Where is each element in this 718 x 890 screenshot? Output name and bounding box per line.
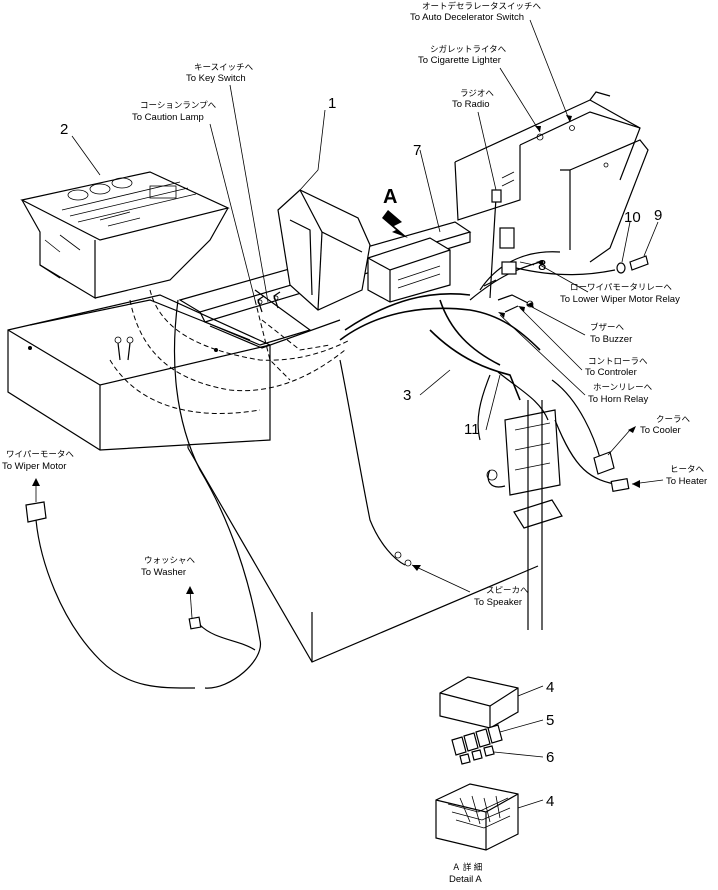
- heater-en: To Heater: [666, 476, 707, 487]
- key-switch-en: To Key Switch: [186, 73, 246, 84]
- monitor-panel: [20, 171, 230, 300]
- wire-harness: [25, 189, 630, 689]
- speaker-jp: スピーカへ: [486, 585, 529, 595]
- lower-wiper-en: To Lower Wiper Motor Relay: [560, 294, 680, 305]
- mounting-pole: [504, 400, 563, 630]
- washer-part-10: [616, 262, 626, 274]
- view-arrow-icon: [382, 210, 408, 238]
- controller-en: To Controler: [585, 367, 637, 378]
- heater-jp: ヒータへ: [670, 464, 705, 474]
- view-marker-a: A: [383, 186, 397, 208]
- bolt-part-9: [629, 255, 649, 271]
- part-number-1: 1: [328, 95, 336, 112]
- caution-lamp-en: To Caution Lamp: [132, 112, 204, 123]
- part-number-9: 9: [654, 207, 662, 224]
- part-number-8: 8: [538, 257, 546, 274]
- detail-a-drawing: [435, 676, 519, 851]
- part-number-2: 2: [60, 121, 68, 138]
- labels: A オートデセラレータスイッチへ To Auto Decelerator Swi…: [2, 1, 707, 885]
- lower-wiper-jp: ローワイパモータリレーへ: [570, 282, 672, 292]
- part-number-4-cover: 4: [546, 679, 554, 696]
- detail-caption-jp: Ａ 詳 細: [452, 862, 482, 872]
- part-number-5: 5: [546, 712, 554, 729]
- cooler-en: To Cooler: [640, 425, 681, 436]
- fuse-box-base-part-4: [435, 783, 519, 851]
- fuse-cover-part-4: [439, 676, 519, 729]
- washer-jp: ウォッシャへ: [144, 555, 196, 565]
- wiper-motor-jp: ワイパーモータへ: [6, 449, 74, 459]
- washer-en: To Washer: [141, 567, 186, 578]
- fuses-part-5-6: [451, 724, 503, 765]
- fuse-box: [367, 237, 451, 303]
- buzzer-en: To Buzzer: [590, 334, 632, 345]
- column-cover: [277, 189, 371, 311]
- bolt-washer: [616, 255, 649, 274]
- radio-en: To Radio: [452, 99, 490, 110]
- part-number-11: 11: [464, 421, 480, 438]
- detail-caption-en: Detail A: [449, 874, 482, 885]
- left-pedestal: [7, 294, 271, 451]
- part-number-7: 7: [413, 142, 421, 159]
- controller-jp: コントローラへ: [588, 356, 648, 366]
- auto-decel-en: To Auto Decelerator Switch: [410, 12, 524, 23]
- key-switch-jp: キースイッチへ: [194, 62, 254, 72]
- leader-lines: [32, 19, 664, 809]
- cigarette-jp: シガレットライタへ: [430, 44, 507, 54]
- cigarette-en: To Cigarette Lighter: [418, 55, 501, 66]
- cooler-jp: クーラへ: [656, 414, 691, 424]
- part-number-10: 10: [624, 209, 641, 226]
- part-number-4-base: 4: [546, 793, 554, 810]
- radio-jp: ラジオへ: [460, 88, 494, 98]
- buzzer-jp: ブザーへ: [590, 322, 625, 332]
- caution-lamp-jp: コーションランプへ: [140, 100, 217, 110]
- speaker-en: To Speaker: [474, 597, 522, 608]
- part-number-6: 6: [546, 749, 554, 766]
- wiper-motor-en: To Wiper Motor: [2, 461, 66, 472]
- horn-relay-en: To Horn Relay: [588, 394, 648, 405]
- auto-decel-jp: オートデセラレータスイッチへ: [422, 1, 542, 11]
- right-bracket: [454, 91, 649, 263]
- part-number-3: 3: [403, 387, 411, 404]
- horn-relay-jp: ホーンリレーへ: [593, 382, 653, 392]
